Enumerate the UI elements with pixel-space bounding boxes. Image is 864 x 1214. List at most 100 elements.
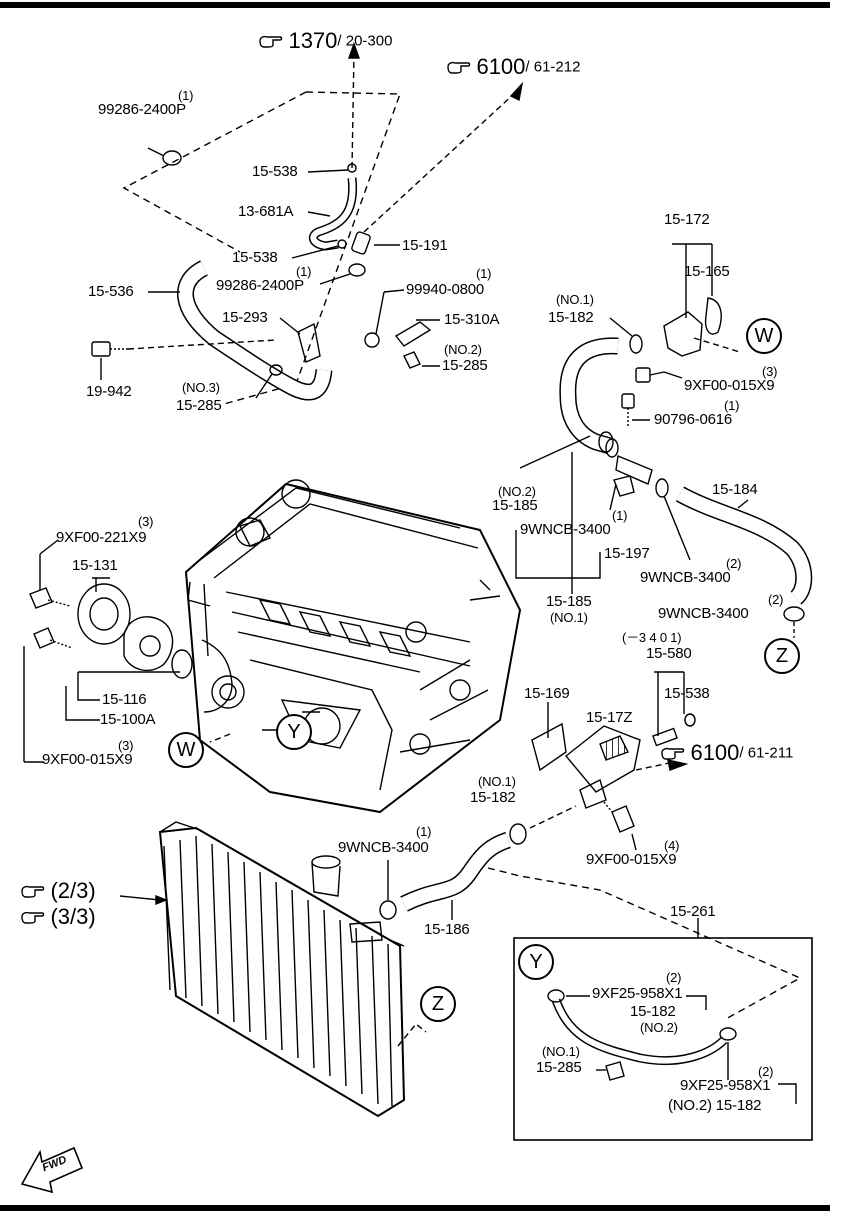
part-number: 15-172: [664, 211, 710, 228]
part-number: 15-538: [664, 685, 710, 702]
callout-Y[interactable]: Y: [518, 944, 554, 980]
part-number: 15-285: [442, 357, 488, 374]
part-number: 15-580: [646, 645, 692, 662]
fwd-arrow: [20, 1146, 84, 1194]
reference-page-3-of-3[interactable]: (3/3): [20, 904, 96, 930]
reference-page-2-of-3[interactable]: (2/3): [20, 878, 96, 904]
part-number: 9XF00-015X9: [684, 377, 775, 394]
part-number: 9WNCB-3400: [658, 605, 749, 622]
frame-top-bar: [0, 2, 830, 8]
pipe-15-191: [351, 231, 371, 255]
part-qty: (2): [758, 1064, 774, 1079]
callout-W[interactable]: W: [168, 732, 204, 768]
radiator: [119, 821, 427, 1118]
pulley-15-131: [77, 583, 131, 645]
arrow-6100-top-line: [363, 91, 517, 233]
part-qty: (2): [768, 592, 784, 607]
part-number: 15-165: [684, 263, 730, 280]
reference-page: / 61-212: [525, 58, 581, 76]
part-qty: (1): [476, 266, 492, 281]
part-variant: (NO.3): [182, 380, 220, 395]
part-number: 9XF25-958X1: [592, 985, 683, 1002]
reference-number: 1370: [288, 28, 338, 53]
part-number: 15-17Z: [586, 709, 633, 726]
bolt-9xf00-015x9-upper: [635, 367, 651, 383]
water-pump-15-100A: [123, 616, 174, 672]
bolt-9xf00-015x9-lower: [611, 805, 635, 833]
part-qty: (1): [612, 508, 628, 523]
pipe-15-580: [652, 727, 678, 747]
reference-1370[interactable]: 1370/ 20-300: [258, 28, 392, 54]
pointing-hand-icon: [21, 885, 45, 898]
reference-page: / 20-300: [337, 32, 393, 50]
part-number: 19-942: [86, 383, 132, 400]
arrow-6100-top-head: [509, 81, 524, 102]
part-number: 15-169: [524, 685, 570, 702]
part-number: 15-185: [492, 497, 538, 514]
part-qty: (2): [726, 556, 742, 571]
part-number: 9XF25-958X1: [680, 1077, 771, 1094]
clamp-15-182-lower: [509, 823, 527, 845]
clamp-9wncb-2b: [783, 606, 805, 622]
part-qty: (1): [296, 264, 312, 279]
callout-Z[interactable]: Z: [420, 986, 456, 1022]
pointing-hand-icon: [661, 747, 685, 760]
part-number: 99286-2400P: [216, 277, 304, 294]
reference-6100-61-212[interactable]: 6100/ 61-212: [446, 54, 580, 80]
gasket-15-116: [171, 649, 193, 679]
engine-block: [184, 479, 522, 814]
part-number: (NO.2) 15-182: [668, 1097, 762, 1114]
part-number: 15-261: [670, 903, 716, 920]
part-number: 15-182: [470, 789, 516, 806]
part-number: 90796-0616: [654, 411, 733, 428]
bolt-19-942: [91, 341, 111, 357]
bolt-9xf00-221x9: [29, 587, 53, 609]
arrow-1370-head: [348, 41, 360, 59]
part-qty: (2): [666, 970, 682, 985]
nut-99940: [364, 332, 380, 348]
callout-W[interactable]: W: [746, 318, 782, 354]
bracket-15-293: [297, 322, 321, 363]
part-number: 15-185: [546, 593, 592, 610]
callout-Z[interactable]: Z: [764, 638, 800, 674]
pointing-hand-icon: [259, 35, 283, 48]
part-number: 15-131: [72, 557, 118, 574]
pipe-15-197: [615, 455, 653, 485]
oil-filler-cap: [281, 479, 311, 509]
clamp-99286-top: [162, 150, 182, 166]
part-qty: (1): [416, 824, 432, 839]
part-qty: (3): [118, 738, 134, 753]
reference-6100-61-211[interactable]: 6100/ 61-211: [660, 740, 793, 766]
part-number: 9XF00-015X9: [42, 751, 133, 768]
part-number: 99940-0800: [406, 281, 485, 298]
gasket-15-165: [704, 297, 722, 335]
reference-number: 6100: [690, 740, 740, 765]
frame-bottom-bar: [0, 1205, 830, 1211]
part-number: 13-681A: [238, 203, 294, 220]
part-number: 15-285: [176, 397, 222, 414]
clamp-9wncb-1: [379, 900, 397, 920]
part-serial-range: (－3 4 0 1): [622, 630, 682, 645]
part-variant: (NO.1): [550, 610, 588, 625]
part-number: 15-310A: [444, 311, 500, 328]
part-number: 9XF00-221X9: [56, 529, 147, 546]
part-variant: (NO.1): [556, 292, 594, 307]
reference-number: 6100: [476, 54, 526, 79]
part-variant: (NO.2): [498, 484, 536, 499]
part-number: 15-197: [604, 545, 650, 562]
part-number: 99286-2400P: [98, 101, 186, 118]
part-qty: (4): [664, 838, 680, 853]
arrow-1370-line: [351, 51, 355, 169]
bolt-90796-0616: [621, 393, 635, 409]
part-number: 15-184: [712, 481, 758, 498]
part-number: 15-182: [548, 309, 594, 326]
part-number: 15-191: [402, 237, 448, 254]
callout-Y[interactable]: Y: [276, 714, 312, 750]
part-number: 9WNCB-3400: [338, 839, 429, 856]
part-number: 15-538: [252, 163, 298, 180]
part-qty: (3): [762, 364, 778, 379]
part-number: 15-285: [536, 1059, 582, 1076]
part-qty: (1): [178, 88, 194, 103]
reference-page: / 61-211: [739, 744, 794, 762]
